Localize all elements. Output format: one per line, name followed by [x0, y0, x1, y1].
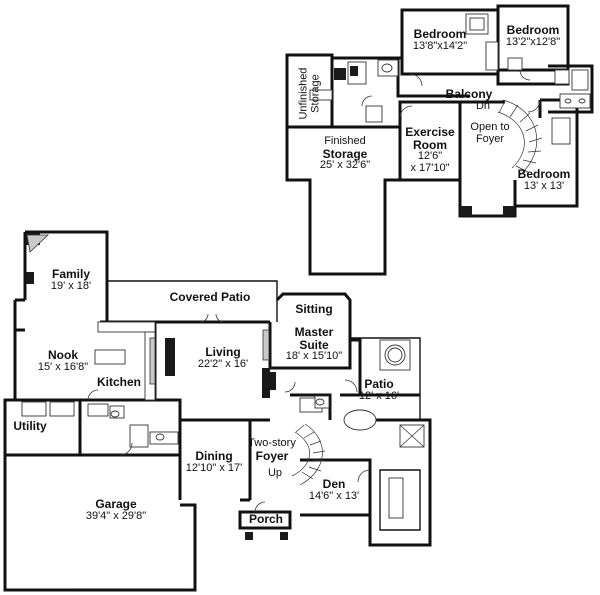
finished-storage-line1: Finished [324, 135, 366, 147]
patio-dims: 12' x 16' [358, 389, 400, 402]
exercise-room-dims2: x 17'10" [410, 161, 450, 174]
bedroom-b-label: Bedroom 13'2"x12'8" [498, 24, 568, 48]
porch-name: Porch [248, 512, 283, 526]
covered-patio-name: Covered Patio [169, 290, 251, 304]
balcony-label: Balcony Dn [440, 88, 498, 112]
bedroom-b-name: Bedroom [506, 23, 560, 37]
sitting-label: Sitting [286, 303, 342, 316]
living-label: Living 22'2" x 16' [186, 346, 260, 370]
den-dims: 14'6" x 13' [308, 489, 360, 502]
garage-label: Garage 39'4" x 29'8" [68, 498, 164, 522]
garage-name: Garage [95, 497, 137, 511]
unfinished-storage-line2: Storage [309, 74, 321, 113]
exercise-room-dims1: 12'6" [417, 150, 443, 163]
living-name: Living [205, 345, 241, 359]
exercise-room-name1: Exercise [405, 125, 455, 139]
exercise-room-label: Exercise Room 12'6" x 17'10" [400, 126, 460, 174]
unfinished-storage-line1: Unfinished [297, 67, 310, 120]
finished-storage-label: Finished Storage 25' x 32'6" [300, 135, 390, 172]
master-suite-label: Master Suite 18' x 15'10" [278, 326, 350, 363]
main-fixtures [21, 233, 425, 540]
garage-dims: 39'4" x 29'8" [85, 509, 147, 522]
balcony-stair-note: Dn [475, 99, 491, 112]
utility-name: Utility [13, 419, 47, 433]
bedroom-a-name: Bedroom [413, 27, 467, 41]
master-suite-dims: 18' x 15'10" [285, 350, 343, 363]
finished-storage-dims: 25' x 32'6" [319, 159, 371, 172]
foyer-name: Foyer [255, 448, 289, 463]
dining-dims: 12'10" x 17' [185, 461, 243, 474]
family-label: Family 19' x 18' [40, 268, 102, 292]
dining-label: Dining 12'10" x 17' [182, 450, 246, 474]
bedroom-c-dims: 13' x 13' [523, 179, 565, 192]
kitchen-name: Kitchen [96, 375, 141, 389]
living-dims: 22'2" x 16' [197, 357, 249, 370]
bedroom-c-name: Bedroom [517, 167, 571, 181]
den-name: Den [322, 477, 346, 491]
open-to-foyer-line1: Open to [470, 121, 510, 133]
family-dims: 19' x 18' [50, 279, 92, 292]
porch-label: Porch [244, 513, 288, 526]
patio-label: Patio 12' x 16' [354, 378, 404, 402]
exercise-room-name2: Room [413, 137, 447, 152]
balcony-name: Balcony [445, 87, 493, 101]
bedroom-a-dims: 13'8"x14'2" [412, 39, 468, 52]
covered-patio-label: Covered Patio [160, 291, 260, 304]
bedroom-c-label: Bedroom 13' x 13' [512, 168, 576, 192]
two-story-foyer-label: Two-story Foyer Up [244, 437, 300, 480]
foyer-line1: Two-story [248, 437, 296, 449]
family-name: Family [51, 267, 90, 281]
den-label: Den 14'6" x 13' [302, 478, 366, 502]
open-to-foyer-label: Open to Foyer [462, 121, 518, 145]
finished-storage-name: Storage [322, 146, 368, 161]
upper-stair [497, 99, 543, 176]
nook-dims: 15' x 16'8" [37, 360, 89, 373]
nook-label: Nook 15' x 16'8" [30, 349, 96, 373]
master-suite-name1: Master [294, 325, 334, 339]
patio-name: Patio [364, 377, 394, 391]
upper-doors [361, 69, 541, 119]
kitchen-label: Kitchen [92, 376, 146, 389]
sitting-name: Sitting [295, 302, 333, 316]
utility-label: Utility [8, 420, 52, 433]
bedroom-b-dims: 13'2"x12'8" [505, 35, 561, 48]
master-suite-name2: Suite [299, 337, 329, 352]
bedroom-a-label: Bedroom 13'8"x14'2" [402, 28, 478, 52]
unfinished-storage-label: Unfinished Storage [272, 68, 348, 120]
dining-name: Dining [195, 449, 233, 463]
foyer-stair-note: Up [267, 467, 283, 480]
upper-fixtures [309, 13, 591, 216]
open-to-foyer-line2: Foyer [475, 132, 505, 145]
nook-name: Nook [48, 348, 78, 362]
main-stair [291, 423, 326, 486]
main-doors [87, 313, 371, 513]
